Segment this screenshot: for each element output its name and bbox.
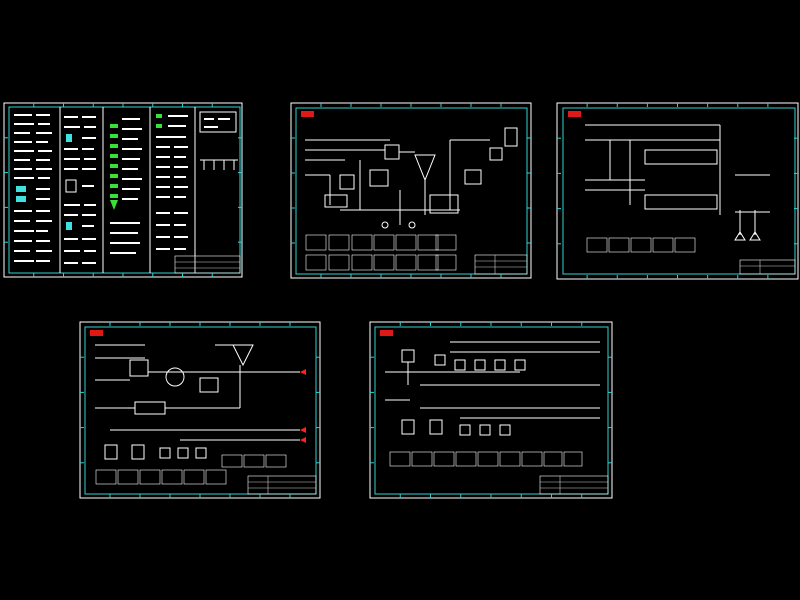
sheet-1-legend[interactable]	[3, 102, 243, 278]
sheet-5-title-block	[539, 475, 609, 495]
sheet-4-flow-arrow-1	[300, 369, 306, 375]
sheet-3-equipment-table	[586, 237, 696, 253]
sheet-3-diagram	[585, 124, 770, 241]
sheet-3-process-flow[interactable]	[556, 102, 799, 280]
sheet-2-title-block	[474, 254, 528, 275]
sheet-2-diagram	[305, 127, 518, 229]
sheet-5-logo	[380, 330, 393, 336]
legend-column-3	[110, 118, 142, 254]
sheet-4-process-flow[interactable]	[79, 321, 321, 499]
sheet-4-title-block	[247, 475, 317, 495]
sheet-2-process-flow[interactable]	[290, 102, 532, 279]
sheet-4-flow-arrow-3	[300, 437, 306, 443]
sheet-1-title-block	[174, 255, 241, 274]
sheet-5-process-flow[interactable]	[369, 321, 613, 499]
sheet-4-equipment-table	[95, 454, 287, 485]
legend-column-2	[64, 116, 96, 264]
legend-column-5	[199, 111, 238, 170]
sheet-4-logo	[90, 330, 103, 336]
sheet-5-equipment-table	[389, 451, 583, 467]
sheet-4-flow-arrow-2	[300, 427, 306, 433]
sheet-3-title-block	[739, 259, 796, 275]
sheet-border-ticks	[4, 103, 798, 498]
legend-column-1	[14, 114, 52, 262]
sheet-4-diagram	[95, 344, 300, 460]
sheet-2-equipment-table	[305, 234, 457, 271]
sheet-3-logo	[568, 111, 581, 117]
sheet-2-logo	[301, 111, 314, 117]
legend-column-4	[156, 114, 188, 250]
sheet-5-diagram	[385, 341, 600, 436]
